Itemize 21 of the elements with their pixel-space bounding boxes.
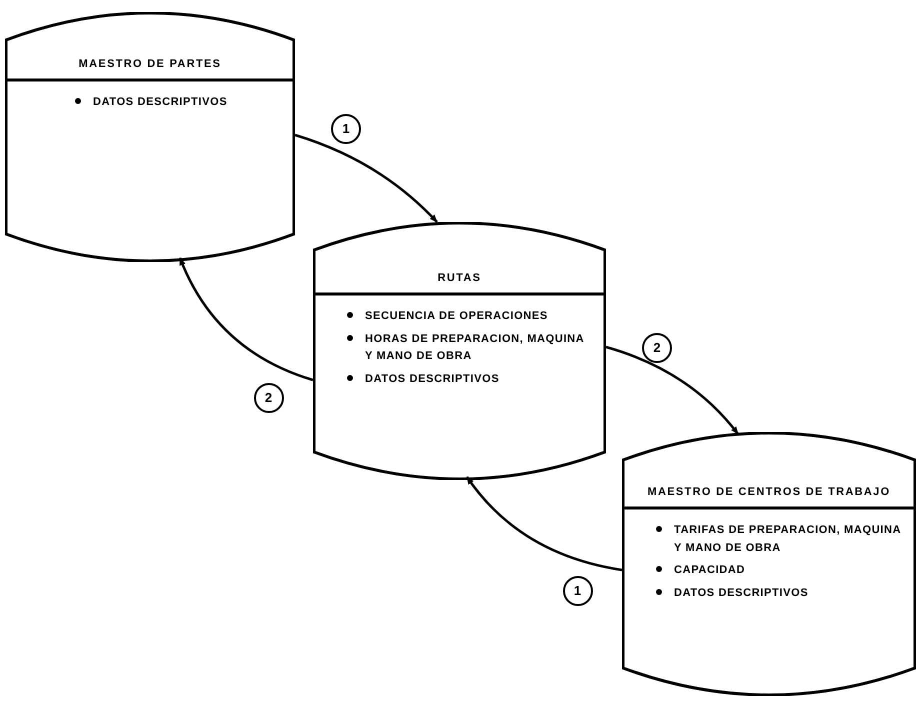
card-title: RUTAS — [438, 270, 482, 286]
list-item: HORAS DE PREPARACION, MAQUINA Y MANO DE OBRA — [365, 332, 585, 364]
edge-label: 2 — [254, 383, 284, 413]
arrow — [294, 134, 438, 223]
record-card — [622, 432, 916, 696]
edge-label: 2 — [642, 332, 672, 362]
list-item: DATOS DESCRIPTIVOS — [93, 95, 228, 110]
edge-label: 1 — [562, 576, 592, 606]
arrow — [466, 476, 622, 572]
list-item: DATOS DESCRIPTIVOS — [674, 586, 808, 601]
arrow — [606, 346, 739, 435]
list-item: DATOS DESCRIPTIVOS — [365, 372, 500, 387]
record-card — [313, 222, 606, 480]
list-item: SECUENCIA DE OPERACIONES — [365, 309, 548, 324]
list-item: CAPACIDAD — [674, 563, 746, 578]
list-item: TARIFAS DE PREPARACION, MAQUINA Y MANO DE OBRA — [674, 523, 902, 556]
card-title: MAESTRO DE PARTES — [78, 56, 222, 72]
card-title: MAESTRO DE CENTROS DE TRABAJO — [647, 484, 890, 500]
record-card — [5, 12, 295, 262]
arrow — [178, 257, 314, 382]
edge-label: 1 — [331, 114, 361, 144]
